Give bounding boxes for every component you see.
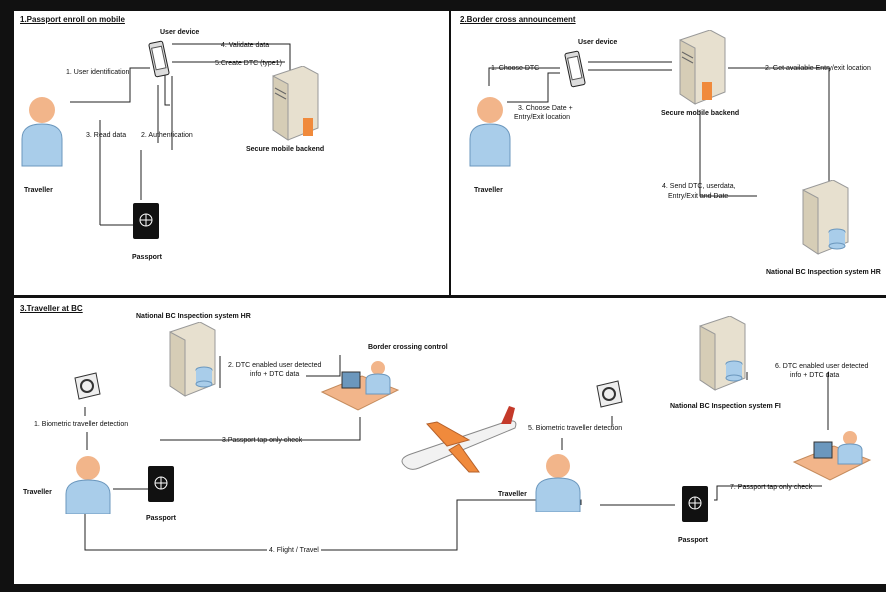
panel2-step3a: 3. Choose Date + bbox=[518, 105, 573, 112]
national-bc-hr-server-icon bbox=[802, 180, 849, 255]
panel2-step3b: Entry/Exit location bbox=[514, 114, 571, 121]
panel-passport-enroll bbox=[14, 11, 449, 295]
mobile-device-icon bbox=[148, 40, 170, 78]
panel3-step1: 1. Biometric traveller detection bbox=[34, 421, 129, 428]
panel3-national-fi-label: National BC Inspection system FI bbox=[670, 403, 781, 410]
panel3-step4: 4. Flight / Travel bbox=[267, 546, 321, 555]
panel3-step6a: 6. DTC enabled user detected bbox=[775, 363, 869, 370]
panel1-user-device-label: User device bbox=[160, 29, 200, 36]
panel3-title: 3.Traveller at BC bbox=[20, 304, 83, 313]
panel3-traveller-right-label: Traveller bbox=[498, 491, 527, 498]
passport-icon bbox=[133, 203, 159, 239]
panel3-step6b: info + DTC data bbox=[790, 372, 840, 379]
secure-backend-server-icon bbox=[272, 66, 319, 141]
panel3-step7: 7. Passport tap only check bbox=[730, 484, 813, 491]
panel2-step4b: Entry/Exit and Date bbox=[668, 193, 729, 200]
panel3-traveller-left-label: Traveller bbox=[23, 489, 52, 496]
panel2-backend-server-icon bbox=[679, 30, 726, 105]
panel1-step4: 4. Validate data bbox=[221, 42, 270, 49]
panel3-passport-right-label: Passport bbox=[678, 537, 708, 544]
panel3-national-hr-label: National BC Inspection system HR bbox=[136, 313, 251, 320]
panel1-step1: 1. User identification bbox=[66, 69, 130, 76]
panel2-traveller-icon bbox=[469, 97, 511, 167]
panel3-passport-right-icon bbox=[682, 486, 708, 522]
panel1-traveller-label: Traveller bbox=[24, 187, 53, 194]
panel1-step3: 3. Read data bbox=[86, 132, 127, 139]
panel3-border-control-desk-right-icon bbox=[792, 431, 872, 481]
panel3-national-hr-server-icon bbox=[169, 322, 216, 397]
airplane-icon bbox=[401, 406, 517, 473]
panel3-biometric-camera-right-icon bbox=[596, 380, 623, 408]
panel1-passport-label: Passport bbox=[132, 254, 162, 261]
panel3-national-fi-server-icon bbox=[699, 316, 746, 391]
panel2-step1: 1. Choose DTC bbox=[491, 65, 540, 72]
panel2-backend-label: Secure mobile backend bbox=[661, 110, 740, 117]
panel3-traveller-right-icon bbox=[535, 454, 581, 512]
panel3-step2a: 2. DTC enabled user detected bbox=[228, 362, 322, 369]
panel3-step3: 3.Passport tap only check bbox=[222, 437, 303, 444]
panel2-national-label: National BC Inspection system HR bbox=[766, 269, 881, 276]
panel3-border-control-label: Border crossing control bbox=[368, 344, 448, 351]
border-control-desk-icon bbox=[320, 361, 400, 411]
panel1-title: 1.Passport enroll on mobile bbox=[20, 15, 125, 24]
panel1-backend-label: Secure mobile backend bbox=[246, 146, 325, 153]
panel2-traveller-label: Traveller bbox=[474, 187, 503, 194]
panel3-passport-left-icon bbox=[148, 466, 174, 502]
panel1-step5: 5.Create DTC (type1) bbox=[215, 60, 282, 67]
traveller-icon bbox=[21, 97, 63, 167]
panel2-title: 2.Border cross announcement bbox=[460, 15, 576, 24]
panel3-passport-left-label: Passport bbox=[146, 515, 176, 522]
panel2-step2: 2. Get available Entry/exit location bbox=[765, 65, 871, 72]
panel2-mobile-device-icon bbox=[564, 50, 586, 88]
panel3-traveller-left-icon bbox=[65, 456, 111, 514]
panel1-step2: 2. Authentication bbox=[141, 132, 193, 139]
panel3-step2b: info + DTC data bbox=[250, 371, 300, 378]
panel2-user-device-label: User device bbox=[578, 39, 618, 46]
biometric-camera-icon bbox=[74, 372, 101, 400]
panel3-step5: 5. Biometric traveller detection bbox=[528, 425, 623, 432]
panel2-step4a: 4. Send DTC, userdata, bbox=[662, 183, 736, 190]
